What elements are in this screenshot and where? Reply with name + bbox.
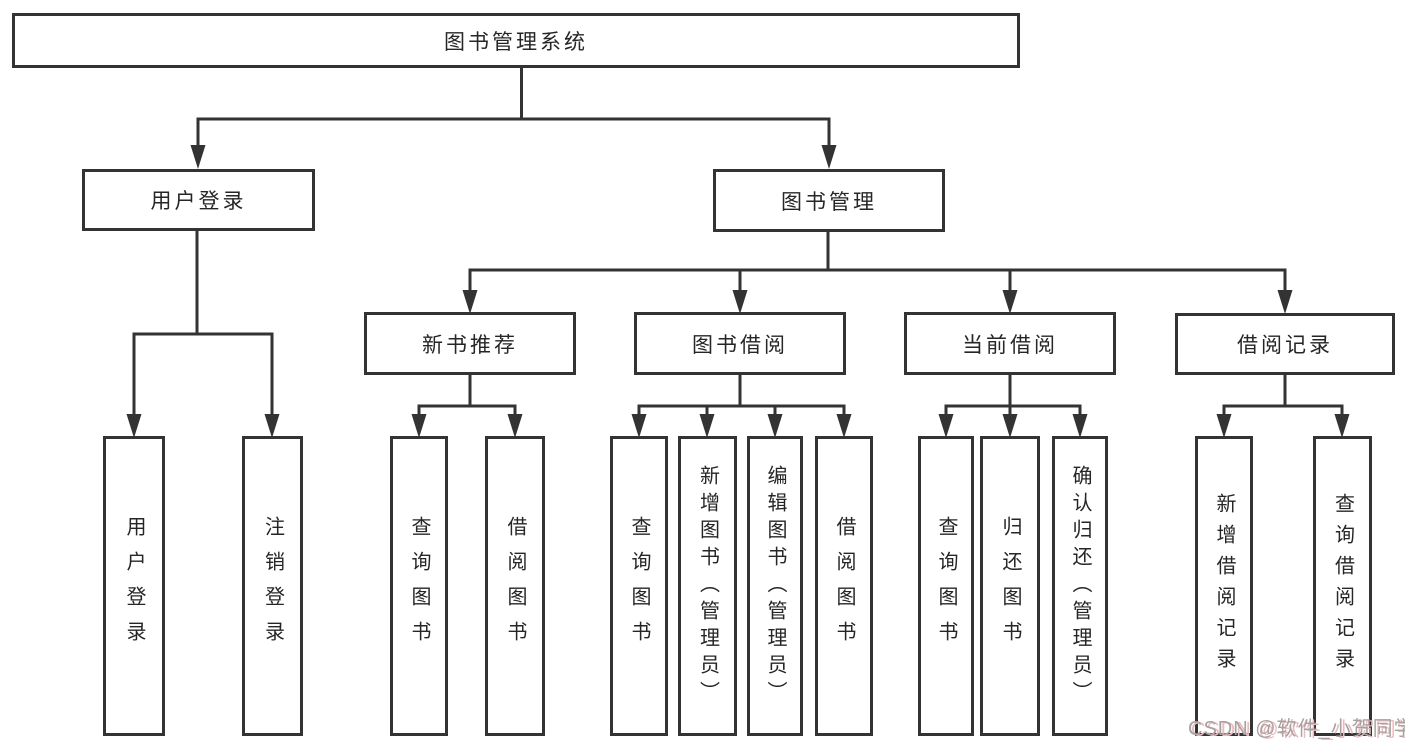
leaf-label: 借阅图书: [504, 516, 526, 656]
node-book-management: 图书管理: [713, 169, 945, 232]
leaf-query-books-borrowing: 查询图书: [610, 436, 668, 736]
leaf-label: 用户登录: [123, 516, 145, 656]
node-label: 图书管理: [781, 190, 877, 214]
node-library-management-system: 图书管理系统: [12, 13, 1020, 68]
node-book-borrowing: 图书借阅: [634, 312, 846, 375]
leaf-label: 查询借阅记录: [1331, 493, 1354, 679]
leaf-logout: 注销登录: [242, 436, 303, 736]
leaf-query-books-recommend: 查询图书: [390, 436, 448, 736]
leaf-label: 查询图书: [935, 516, 957, 656]
csdn-watermark: CSDN @软件_小贺同学: [1188, 718, 1405, 740]
leaf-label: 编辑图书（管理员）: [764, 464, 786, 708]
leaf-confirm-return-admin: 确认归还（管理员）: [1052, 436, 1108, 736]
node-user-login: 用户登录: [82, 169, 315, 231]
leaf-label: 归还图书: [999, 516, 1021, 656]
node-new-book-recommendation: 新书推荐: [364, 312, 576, 375]
leaf-label: 查询图书: [628, 516, 650, 656]
leaf-label: 新增图书（管理员）: [696, 464, 719, 708]
node-label: 图书管理系统: [444, 30, 588, 54]
node-label: 图书借阅: [692, 333, 788, 357]
leaf-borrow-books: 借阅图书: [815, 436, 873, 736]
leaf-user-login: 用户登录: [103, 436, 165, 736]
leaf-return-books: 归还图书: [980, 436, 1040, 736]
leaf-label: 查询图书: [408, 516, 430, 656]
leaf-borrow-books-recommend: 借阅图书: [485, 436, 545, 736]
leaf-edit-books-admin: 编辑图书（管理员）: [747, 436, 803, 736]
leaf-add-books-admin: 新增图书（管理员）: [678, 436, 737, 736]
leaf-label: 注销登录: [261, 516, 284, 656]
leaf-add-borrow-record: 新增借阅记录: [1195, 436, 1253, 736]
node-label: 当前借阅: [962, 333, 1058, 357]
node-label: 用户登录: [150, 190, 247, 213]
leaf-query-books-current: 查询图书: [918, 436, 974, 736]
node-label: 借阅记录: [1237, 334, 1333, 357]
leaf-label: 确认归还（管理员）: [1069, 464, 1091, 708]
leaf-label: 新增借阅记录: [1213, 493, 1235, 679]
leaf-label: 借阅图书: [833, 516, 855, 656]
leaf-query-borrow-record: 查询借阅记录: [1313, 436, 1372, 736]
node-label: 新书推荐: [422, 333, 518, 357]
node-borrowing-records: 借阅记录: [1175, 313, 1395, 375]
node-current-borrowing: 当前借阅: [904, 312, 1116, 375]
